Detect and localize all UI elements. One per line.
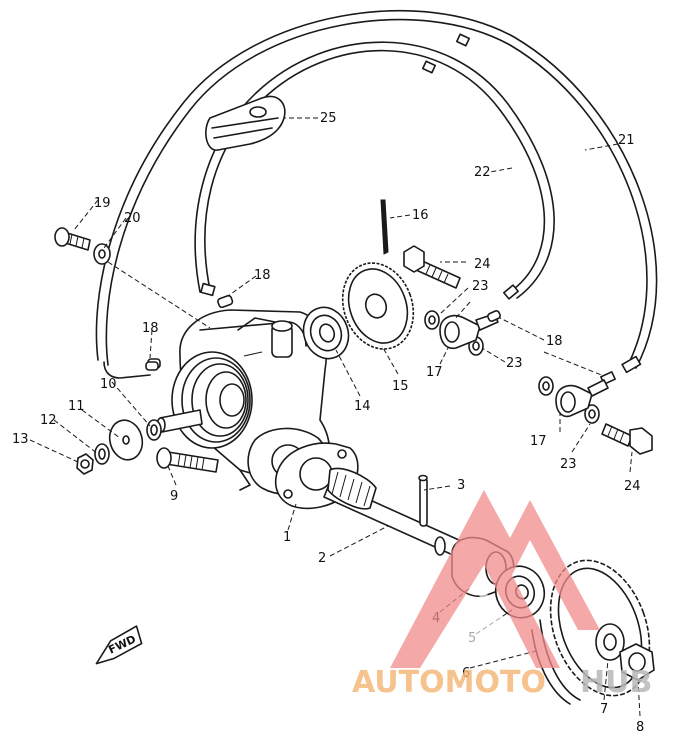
gear-15: [341, 262, 415, 350]
label-7: 7: [600, 702, 608, 717]
label-25: 25: [320, 111, 337, 126]
label-9: 9: [170, 489, 178, 504]
label-15: 15: [392, 379, 409, 394]
washer-20: [93, 243, 111, 265]
oil-hose-22: [194, 41, 555, 300]
plate-11: [108, 419, 144, 461]
label-12: 12: [40, 413, 57, 428]
watermark-logo-icon: [390, 490, 600, 668]
nut-13: [76, 453, 94, 475]
label-2: 2: [318, 551, 326, 566]
hose-clamp-25: [205, 95, 286, 151]
label-3: 3: [457, 478, 465, 493]
label-6: 6: [462, 666, 470, 681]
label-22: 22: [474, 165, 491, 180]
label-11: 11: [68, 399, 85, 414]
hose-joint-marks: [421, 33, 471, 74]
pin-16: [380, 199, 389, 255]
watermark-part1: AUTOMOTO: [352, 665, 546, 700]
bolt-24-upper: [403, 245, 461, 289]
label-23-top: 23: [472, 279, 489, 294]
clip-18-a: [217, 294, 234, 309]
label-21: 21: [618, 133, 635, 148]
clip-18-b: [145, 361, 159, 371]
label-18-left: 18: [142, 321, 159, 336]
label-23-low: 23: [560, 457, 577, 472]
callout-labels: 1 2 3 4 5 6 7 8 9 10 11 12 13 14 15 16 1…: [12, 111, 644, 735]
label-1: 1: [283, 530, 291, 545]
bolt-9: [156, 447, 219, 473]
label-16: 16: [412, 208, 429, 223]
label-17-lower: 17: [530, 434, 547, 449]
fwd-arrow-icon: FWD: [95, 625, 143, 665]
washer-23-d: [584, 404, 600, 424]
watermark-text: AUTOMOTO HUB: [352, 665, 652, 700]
screw-19: [54, 227, 91, 251]
nut-8: [619, 643, 655, 681]
seal-10: [146, 419, 162, 441]
label-17-upper: 17: [426, 365, 443, 380]
label-18-top: 18: [254, 268, 271, 283]
washer-7: [595, 623, 625, 661]
label-8: 8: [636, 720, 644, 735]
label-13: 13: [12, 432, 29, 447]
label-19: 19: [94, 196, 111, 211]
label-20: 20: [124, 211, 141, 226]
washer-23-c: [538, 376, 554, 396]
label-14: 14: [354, 399, 371, 414]
washer-23-a: [424, 310, 440, 330]
callout-leaders: [29, 117, 641, 717]
label-24-low: 24: [624, 479, 641, 494]
label-24-top: 24: [474, 257, 491, 272]
banjo-17-lower: [555, 379, 609, 418]
label-23-mid: 23: [506, 356, 523, 371]
label-10: 10: [100, 377, 117, 392]
bearing-14: [302, 306, 350, 360]
drive-shaft-2: [323, 467, 471, 561]
watermark-part2: HUB: [580, 665, 652, 700]
bolt-24-lower: [601, 423, 653, 455]
clip-18-c: [487, 310, 501, 322]
pin-3: [418, 474, 428, 527]
label-18-right: 18: [546, 334, 563, 349]
washer-12: [94, 443, 110, 465]
